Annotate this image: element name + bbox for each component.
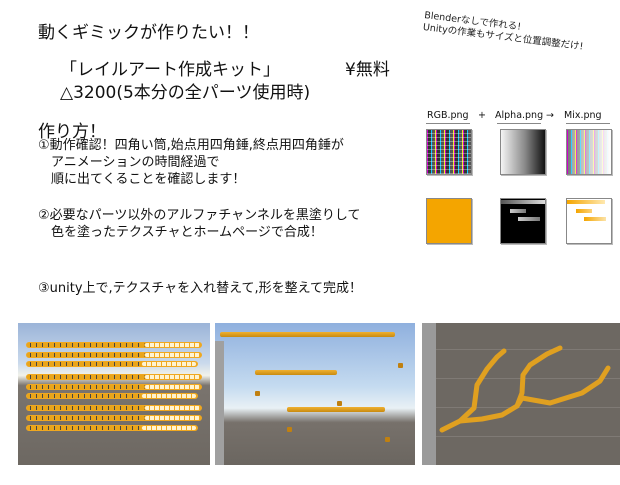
- chain-row: [26, 361, 198, 367]
- chain-row: [26, 415, 202, 421]
- end-cone: [398, 363, 403, 368]
- alpha-bar-low: [518, 217, 540, 221]
- start-cone: [255, 391, 260, 396]
- alpha-header: Alpha.png: [495, 110, 544, 121]
- rgb-underline: [426, 123, 470, 124]
- alpha-texture-gradient: [500, 129, 546, 175]
- step-2: ②必要なパーツ以外のアルファチャンネルを黒塗りして 色を塗ったテクスチャとホーム…: [38, 207, 361, 241]
- chain-row: [26, 425, 198, 431]
- chain-row: [26, 384, 202, 390]
- unity-chain-rows-view: [18, 323, 210, 465]
- rgb-texture-orange: [426, 198, 472, 244]
- rail-rod: [287, 407, 385, 412]
- unity-rail-animation-view: [215, 323, 415, 465]
- chain-row: [26, 352, 202, 358]
- chain-row: [26, 342, 202, 348]
- alpha-underline: [497, 123, 541, 124]
- chain-row: [26, 374, 202, 380]
- mix-header: Mix.png: [564, 110, 602, 121]
- paid-option-label: △3200(5本分の全パーツ使用時): [60, 83, 311, 103]
- price-label: ¥無料: [345, 60, 390, 80]
- mix-underline: [566, 123, 610, 124]
- plus-operator: +: [478, 110, 486, 121]
- alpha-bar-mid: [510, 209, 526, 213]
- scene-wall: [215, 341, 224, 465]
- end-cone: [337, 401, 342, 406]
- start-cone: [287, 427, 292, 432]
- howto-title: 作り方！: [38, 122, 106, 142]
- step-1-line-1: ①動作確認！四角い筒,始点用四角錘,終点用四角錘が: [38, 138, 344, 153]
- chain-row: [26, 405, 202, 411]
- mix-bar-top: [567, 200, 605, 204]
- rail-rod: [220, 332, 395, 337]
- rgb-texture-grid: [426, 129, 472, 175]
- product-name: 「レイルアート作成キット」: [60, 60, 280, 80]
- step-1: ①動作確認！四角い筒,始点用四角錘,終点用四角錘が アニメーションの時間経過で …: [38, 137, 344, 188]
- mix-texture-bars: [566, 198, 612, 244]
- mix-texture-grid: [566, 129, 612, 175]
- step-3: ③unity上で,テクスチャを入れ替えて,形を整えて完成！: [38, 280, 362, 297]
- step-2-line-1: ②必要なパーツ以外のアルファチャンネルを黒塗りして: [38, 208, 361, 223]
- step-2-line-2: 色を塗ったテクスチャとホームページで合成！: [51, 225, 323, 240]
- chain-row: [26, 393, 198, 399]
- rail-rod: [255, 370, 337, 375]
- alpha-texture-bars: [500, 198, 546, 244]
- alpha-bar-top: [501, 200, 545, 204]
- rgb-header: RGB.png: [427, 110, 469, 121]
- step-1-line-2: アニメーションの時間経過で: [51, 155, 220, 170]
- page-title: 動くギミックが作りたい！！: [38, 23, 259, 43]
- step-1-line-3: 順に出てくることを確認します！: [51, 172, 246, 187]
- mix-bar-low: [584, 217, 606, 221]
- mix-bar-mid: [576, 209, 592, 213]
- arrow-operator: →: [546, 110, 554, 121]
- scene-sidebar: [422, 323, 436, 465]
- branch-shape: [439, 345, 611, 433]
- side-note: Blenderなしで作れる! Unityの作業もサイズと位置調整だけ!: [422, 10, 585, 54]
- unity-branch-result-view: [422, 323, 620, 465]
- end-cone: [385, 437, 390, 442]
- step-3-line-1: ③unity上で,テクスチャを入れ替えて,形を整えて完成！: [38, 281, 362, 296]
